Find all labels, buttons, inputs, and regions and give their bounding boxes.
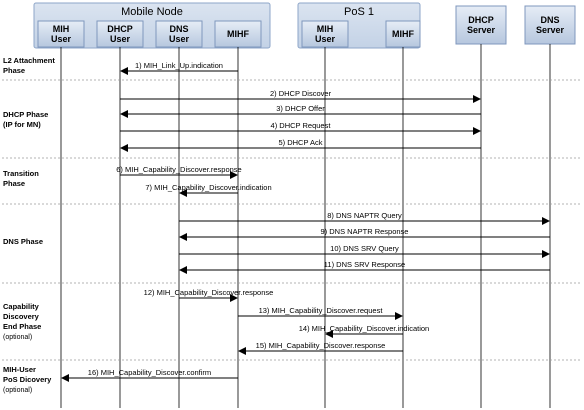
entity-label: User <box>315 34 336 44</box>
message-11: 11) DNS SRV Response <box>179 260 550 274</box>
group-mobile-node: Mobile Node <box>33 2 271 49</box>
message-label: 16) MIH_Capability_Discover.confirm <box>88 368 211 377</box>
message-4: 4) DHCP Request <box>120 121 481 135</box>
entity-label: DHCP <box>468 15 494 25</box>
phase-label-line: Phase <box>3 179 25 188</box>
entity-label: User <box>110 34 131 44</box>
phase-separators <box>2 79 582 361</box>
message-label: 15) MIH_Capability_Discover.response <box>256 341 386 350</box>
message-15: 15) MIH_Capability_Discover.response <box>238 341 403 355</box>
phase-label-line: Transition <box>3 169 39 178</box>
entity-label: Server <box>536 25 565 35</box>
phase-label-dns: DNS Phase <box>3 237 43 246</box>
entity-label: MIHF <box>227 29 249 39</box>
phase-label-line: L2 Attachment <box>3 56 55 65</box>
phase-optional-label: (optional) <box>3 387 32 394</box>
group-title-pos1: PoS 1 <box>344 6 374 18</box>
entity-label: MIHF <box>392 29 414 39</box>
message-label: 3) DHCP Offer <box>276 104 325 113</box>
message-9: 9) DNS NAPTR Response <box>179 227 550 241</box>
message-5: 5) DHCP Ack <box>120 138 481 152</box>
entity-label: DNS <box>169 24 188 34</box>
phase-label-line: DNS Phase <box>3 237 43 246</box>
message-6: 6) MIH_Capability_Discover.response <box>116 165 242 179</box>
entity-label: DNS <box>540 15 559 25</box>
entity-label: DHCP <box>107 24 133 34</box>
message-10: 10) DNS SRV Query <box>179 244 550 258</box>
phase-optional-label: (optional) <box>3 334 32 341</box>
messages: 1) MIH_Link_Up.indication 2) DHCP Discove… <box>61 61 550 382</box>
message-label: 6) MIH_Capability_Discover.response <box>116 165 241 174</box>
message-label: 10) DNS SRV Query <box>330 244 399 253</box>
message-label: 14) MIH_Capability_Discover.indication <box>299 324 429 333</box>
message-2: 2) DHCP Discover <box>120 89 481 103</box>
message-13: 13) MIH_Capability_Discover.request <box>238 306 403 320</box>
phase-label-dhcp: DHCP Phase(IP for MN) <box>3 110 48 129</box>
message-3: 3) DHCP Offer <box>120 104 481 118</box>
message-label: 2) DHCP Discover <box>270 89 332 98</box>
phase-label-line: (IP for MN) <box>3 120 41 129</box>
message-label: 4) DHCP Request <box>271 121 332 130</box>
message-14: 14) MIH_Capability_Discover.indication <box>299 324 429 338</box>
entity-mihf-pos: MIHF <box>385 20 421 48</box>
message-label: 7) MIH_Capability_Discover.indication <box>145 183 271 192</box>
message-label: 12) MIH_Capability_Discover.response <box>144 288 274 297</box>
entity-mihf-mn: MIHF <box>214 20 262 48</box>
message-label: 8) DNS NAPTR Query <box>327 211 402 220</box>
group-title-mobile-node: Mobile Node <box>121 6 183 18</box>
entity-label: MIH <box>317 24 334 34</box>
phase-label-line: Capability <box>3 302 40 311</box>
message-16: 16) MIH_Capability_Discover.confirm <box>61 368 238 382</box>
phase-label-line: Phase <box>3 66 25 75</box>
message-8: 8) DNS NAPTR Query <box>179 211 550 225</box>
phase-label-line: End Phase <box>3 322 41 331</box>
entity-label: Server <box>467 25 496 35</box>
message-label: 9) DNS NAPTR Response <box>321 227 409 236</box>
entity-label: User <box>169 34 190 44</box>
phase-label-line: Discovery <box>3 312 40 321</box>
phase-label-line: PoS Dicovery <box>3 375 52 384</box>
message-1: 1) MIH_Link_Up.indication <box>120 61 238 75</box>
entity-label: MIH <box>53 24 70 34</box>
phase-label-line: MIH-User <box>3 365 36 374</box>
message-label: 1) MIH_Link_Up.indication <box>135 61 223 70</box>
message-label: 11) DNS SRV Response <box>324 260 405 269</box>
lifelines <box>60 44 551 408</box>
message-label: 5) DHCP Ack <box>278 138 322 147</box>
message-7: 7) MIH_Capability_Discover.indication <box>145 183 272 197</box>
message-label: 13) MIH_Capability_Discover.request <box>259 306 384 315</box>
entity-label: User <box>51 34 72 44</box>
message-12: 12) MIH_Capability_Discover.response <box>144 288 274 302</box>
phase-label-line: DHCP Phase <box>3 110 48 119</box>
